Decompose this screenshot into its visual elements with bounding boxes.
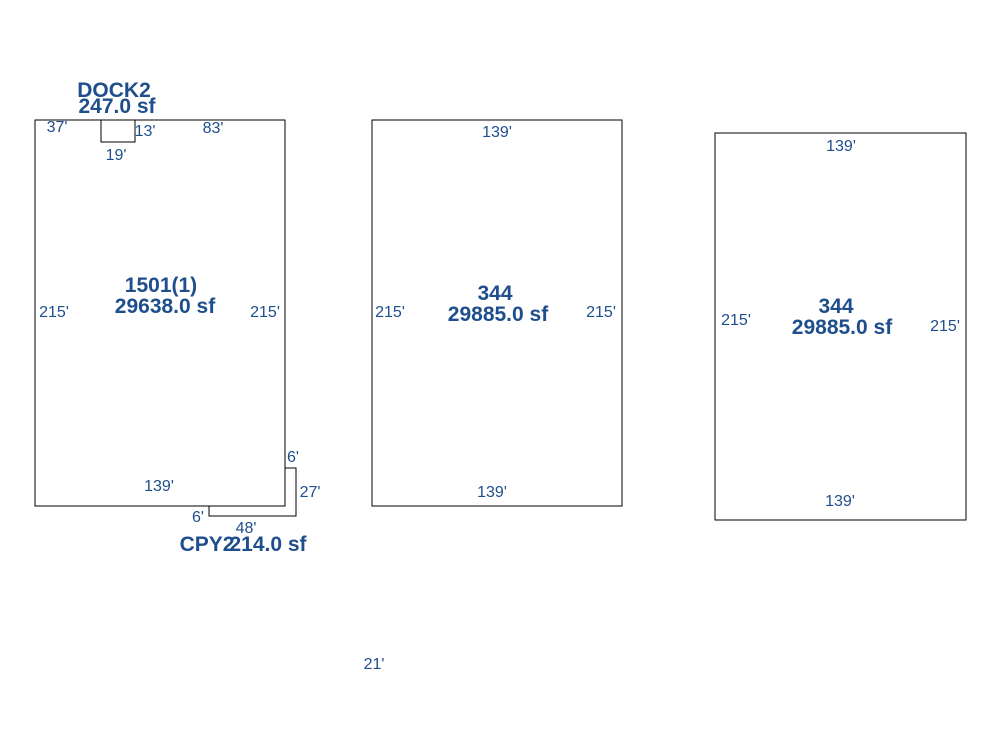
canopy-dim-top: 6' xyxy=(287,449,299,466)
building-a-name: 1501(1) xyxy=(125,274,197,297)
building-c-dim-left: 215' xyxy=(721,312,751,329)
building-c-dim-bottom: 139' xyxy=(825,493,855,510)
building-b-name: 344 xyxy=(477,282,512,305)
canopy-outline[interactable] xyxy=(208,467,297,517)
dock-area: 247.0 sf xyxy=(78,95,156,118)
building-a-dim-bottom: 139' xyxy=(144,478,174,495)
building-c-dim-right: 215' xyxy=(930,318,960,335)
canopy-name: CPY2 xyxy=(180,533,235,556)
building-b-dim-right: 215' xyxy=(586,304,616,321)
building-a-dim-right: 215' xyxy=(250,304,280,321)
building-c-outline[interactable] xyxy=(714,132,967,521)
building-b-dim-top: 139' xyxy=(482,124,512,141)
building-c-area: 29885.0 sf xyxy=(792,316,893,339)
canopy-dim-left: 6' xyxy=(192,509,204,526)
canopy-area: 214.0 sf xyxy=(229,533,307,556)
building-a-dim-top-left: 37' xyxy=(47,119,68,136)
dock-dim-width: 19' xyxy=(106,147,127,164)
canopy-dim-side: 27' xyxy=(300,484,321,501)
loose-dimension: 21' xyxy=(364,656,385,673)
canopy-dim-bottom: 48' xyxy=(236,520,257,537)
building-b-dim-left: 215' xyxy=(375,304,405,321)
dock-name: DOCK2 xyxy=(77,79,151,102)
building-b-dim-bottom: 139' xyxy=(477,484,507,501)
building-a-outline[interactable] xyxy=(34,119,286,507)
building-b-area: 29885.0 sf xyxy=(448,303,549,326)
building-b-outline[interactable] xyxy=(371,119,623,507)
building-c-name: 344 xyxy=(818,295,853,318)
building-c-dim-top: 139' xyxy=(826,138,856,155)
building-a-area: 29638.0 sf xyxy=(115,295,216,318)
building-a-dim-top-right: 83' xyxy=(203,120,224,137)
dock-outline[interactable] xyxy=(100,119,136,143)
building-a-dim-left: 215' xyxy=(39,304,69,321)
dock-dim-depth: 13' xyxy=(135,123,156,140)
